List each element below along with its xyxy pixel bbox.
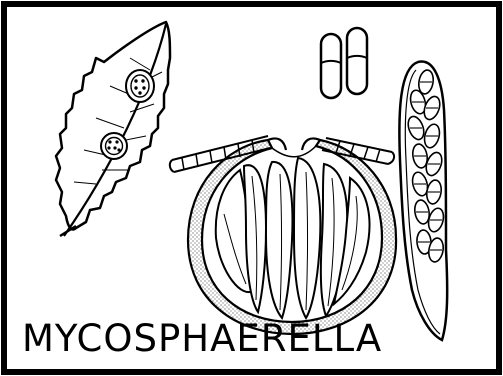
genus-title: MYCOSPHAERELLA	[22, 320, 382, 357]
leaf-with-spots	[56, 22, 170, 236]
ascus-with-spores	[399, 62, 447, 340]
leaf-spot-2	[101, 133, 127, 159]
asci	[216, 158, 370, 318]
ascospores	[321, 28, 367, 98]
leaf-spot-1	[126, 70, 154, 102]
perithecium-section	[188, 138, 396, 334]
